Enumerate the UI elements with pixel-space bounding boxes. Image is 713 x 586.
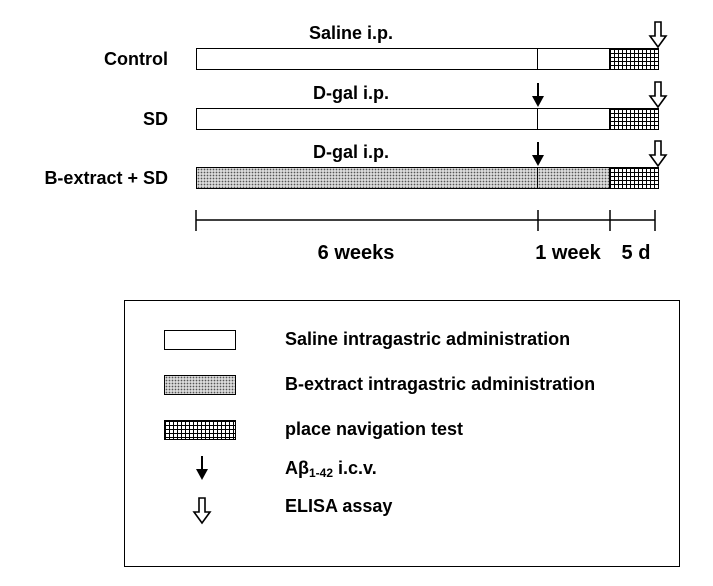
timeline-label-1-week: 1 week	[535, 242, 601, 264]
bextract-phase-3-bar	[609, 167, 659, 189]
legend-label-place-navigation: place navigation test	[285, 419, 464, 439]
row-label-sd: SD	[142, 109, 168, 129]
abeta-icv-arrow-sd	[532, 83, 544, 107]
row-label-control: Control	[104, 49, 168, 69]
timeline-axis	[195, 210, 656, 231]
row-label-bextract-sd: B-extract + SD	[44, 168, 168, 188]
legend-label-elisa: ELISA assay	[285, 496, 393, 516]
treatment-label-control: Saline i.p.	[308, 23, 394, 43]
legend-box: Saline intragastric administration B-ext…	[124, 300, 680, 567]
treatment-label-sd: D-gal i.p.	[313, 83, 389, 103]
legend-empty-bar-icon	[164, 330, 236, 350]
sd-phase-1-bar	[196, 108, 538, 130]
timeline-label-6-weeks: 6 weeks	[317, 242, 395, 264]
legend-label-bextract: B-extract intragastric administration	[285, 374, 596, 394]
elisa-hollow-arrow-sd	[648, 81, 668, 109]
legend-label-saline: Saline intragastric administration	[285, 329, 571, 349]
control-phase-2-bar	[537, 48, 610, 70]
bextract-phase-1-bar	[196, 167, 538, 189]
legend-filled-arrow-icon	[196, 456, 208, 480]
elisa-hollow-arrow-bextract	[648, 140, 668, 168]
sd-phase-3-bar	[609, 108, 659, 130]
abeta-icv-arrow-bextract	[532, 142, 544, 166]
legend-label-abeta: Aβ1-42 i.c.v.	[285, 458, 377, 480]
elisa-hollow-arrow-control	[648, 21, 668, 49]
legend-grid-bar-icon	[164, 420, 236, 440]
treatment-label-bextract-sd: D-gal i.p.	[313, 142, 389, 162]
legend-dotted-bar-icon	[164, 375, 236, 395]
control-phase-1-bar	[196, 48, 538, 70]
legend-hollow-arrow-icon	[192, 497, 212, 525]
timeline-label-5-d: 5 d	[621, 242, 651, 264]
sd-phase-2-bar	[537, 108, 610, 130]
bextract-phase-2-bar	[537, 167, 610, 189]
control-phase-3-bar	[609, 48, 659, 70]
